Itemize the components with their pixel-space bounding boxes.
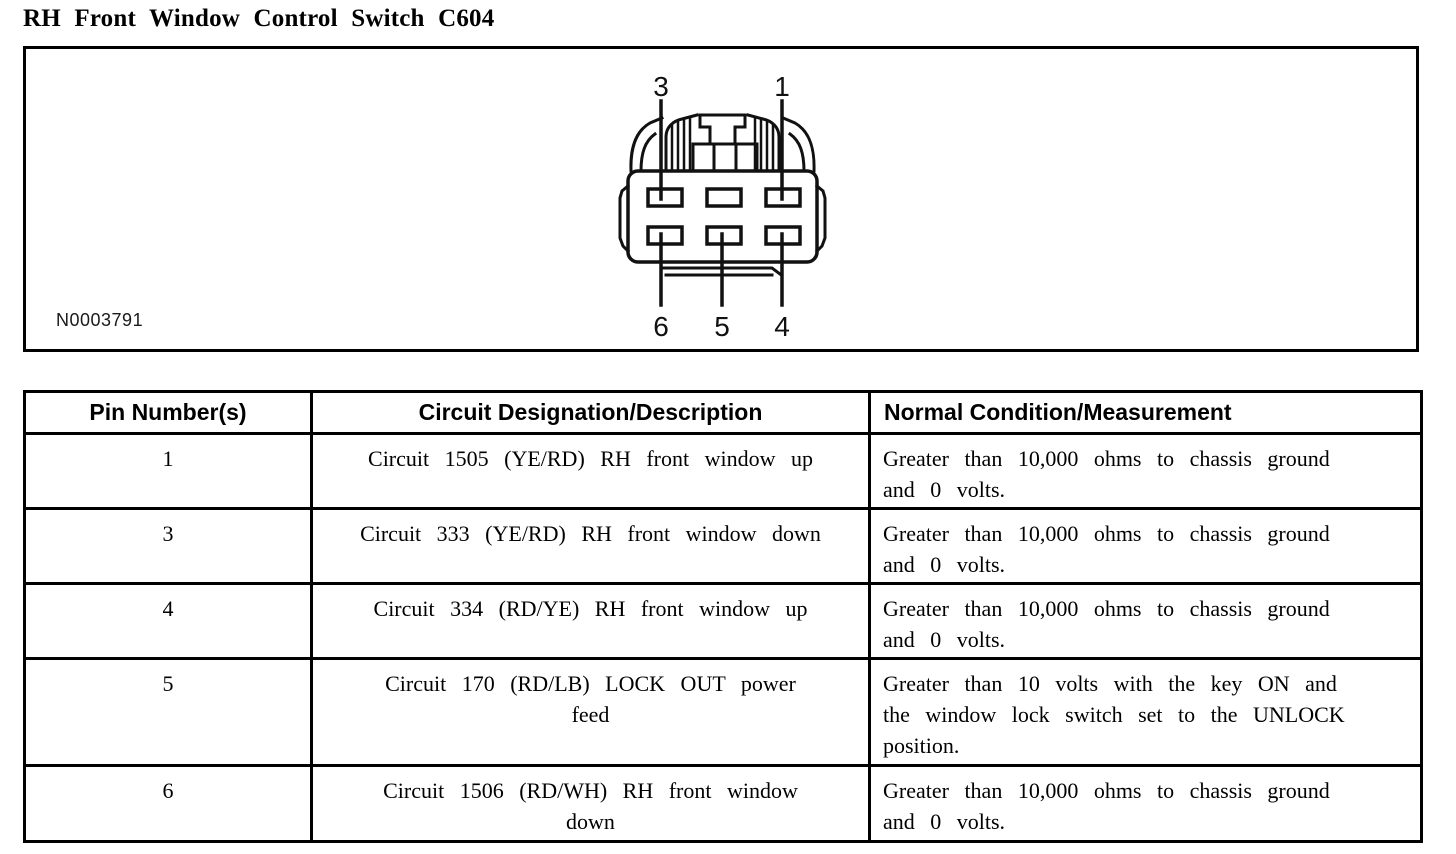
connector-right-ear (814, 183, 827, 254)
pin-cavity-3 (646, 187, 684, 208)
connector-left-arm-hatch (670, 115, 692, 173)
circuit-cell: Circuit 333 (YE/RD) RH front window down (310, 507, 871, 585)
pin-cavity-2 (705, 187, 743, 208)
connector-right-shoulder-inner (787, 131, 806, 173)
pin-number-cell: 6 (23, 764, 313, 843)
table-row-pin-3: 3 Circuit 333 (YE/RD) RH front window do… (23, 507, 1423, 585)
pin-label-4: 4 (774, 311, 790, 342)
pin-cavity-5 (705, 225, 743, 246)
pin-label-1: 1 (774, 71, 790, 102)
pin-label-6: 6 (653, 311, 669, 342)
pin-label-5: 5 (714, 311, 730, 342)
figure-number: N0003791 (56, 310, 144, 330)
pin-number-cell: 5 (23, 657, 313, 767)
table-row-pin-4: 4 Circuit 334 (RD/YE) RH front window up… (23, 582, 1423, 660)
connector-outline (618, 99, 827, 307)
connector-diagram: 3 1 6 5 4 (618, 71, 827, 342)
condition-cell: Greater than 10,000 ohms to chassis grou… (868, 582, 1423, 660)
connector-latch-tab (698, 113, 747, 146)
connector-left-ear (618, 183, 631, 254)
connector-right-arm-hatch (753, 115, 775, 173)
condition-cell: Greater than 10,000 ohms to chassis grou… (868, 507, 1423, 585)
circuit-cell: Circuit 334 (RD/YE) RH front window up (310, 582, 871, 660)
connector-right-arm (746, 113, 781, 173)
connector-center-grid-dividers (712, 142, 738, 173)
connector-left-shoulder-inner (639, 131, 658, 173)
pin-number-cell: 3 (23, 507, 313, 585)
header-normal-condition: Normal Condition/Measurement (868, 390, 1423, 435)
table-row-pin-1: 1 Circuit 1505 (YE/RD) RH front window u… (23, 432, 1423, 510)
connector-left-shoulder (629, 116, 664, 173)
circuit-cell: Circuit 1505 (YE/RD) RH front window up (310, 432, 871, 510)
header-circuit-designation: Circuit Designation/Description (310, 390, 871, 435)
table-header-row: Pin Number(s) Circuit Designation/Descri… (23, 390, 1423, 435)
connector-bottom-seam (661, 266, 783, 277)
connector-left-arm (664, 113, 699, 173)
connector-center-grid (691, 142, 759, 173)
connector-right-shoulder (781, 116, 816, 173)
condition-cell: Greater than 10,000 ohms to chassis grou… (868, 764, 1423, 843)
condition-cell: Greater than 10 volts with the key ON an… (868, 657, 1423, 767)
page-title: RH Front Window Control Switch C604 (23, 5, 495, 32)
pin-cavity-6 (646, 225, 684, 246)
pin-label-3: 3 (653, 71, 669, 102)
pin-number-cell: 4 (23, 582, 313, 660)
header-pin-numbers: Pin Number(s) (23, 390, 313, 435)
condition-cell: Greater than 10,000 ohms to chassis grou… (868, 432, 1423, 510)
pin-circuit-table: Pin Number(s) Circuit Designation/Descri… (23, 390, 1423, 843)
connector-figure-box: 3 1 6 5 4 N0003791 (23, 46, 1419, 352)
pin-number-cell: 1 (23, 432, 313, 510)
table-header: Pin Number(s) Circuit Designation/Descri… (23, 390, 1423, 435)
